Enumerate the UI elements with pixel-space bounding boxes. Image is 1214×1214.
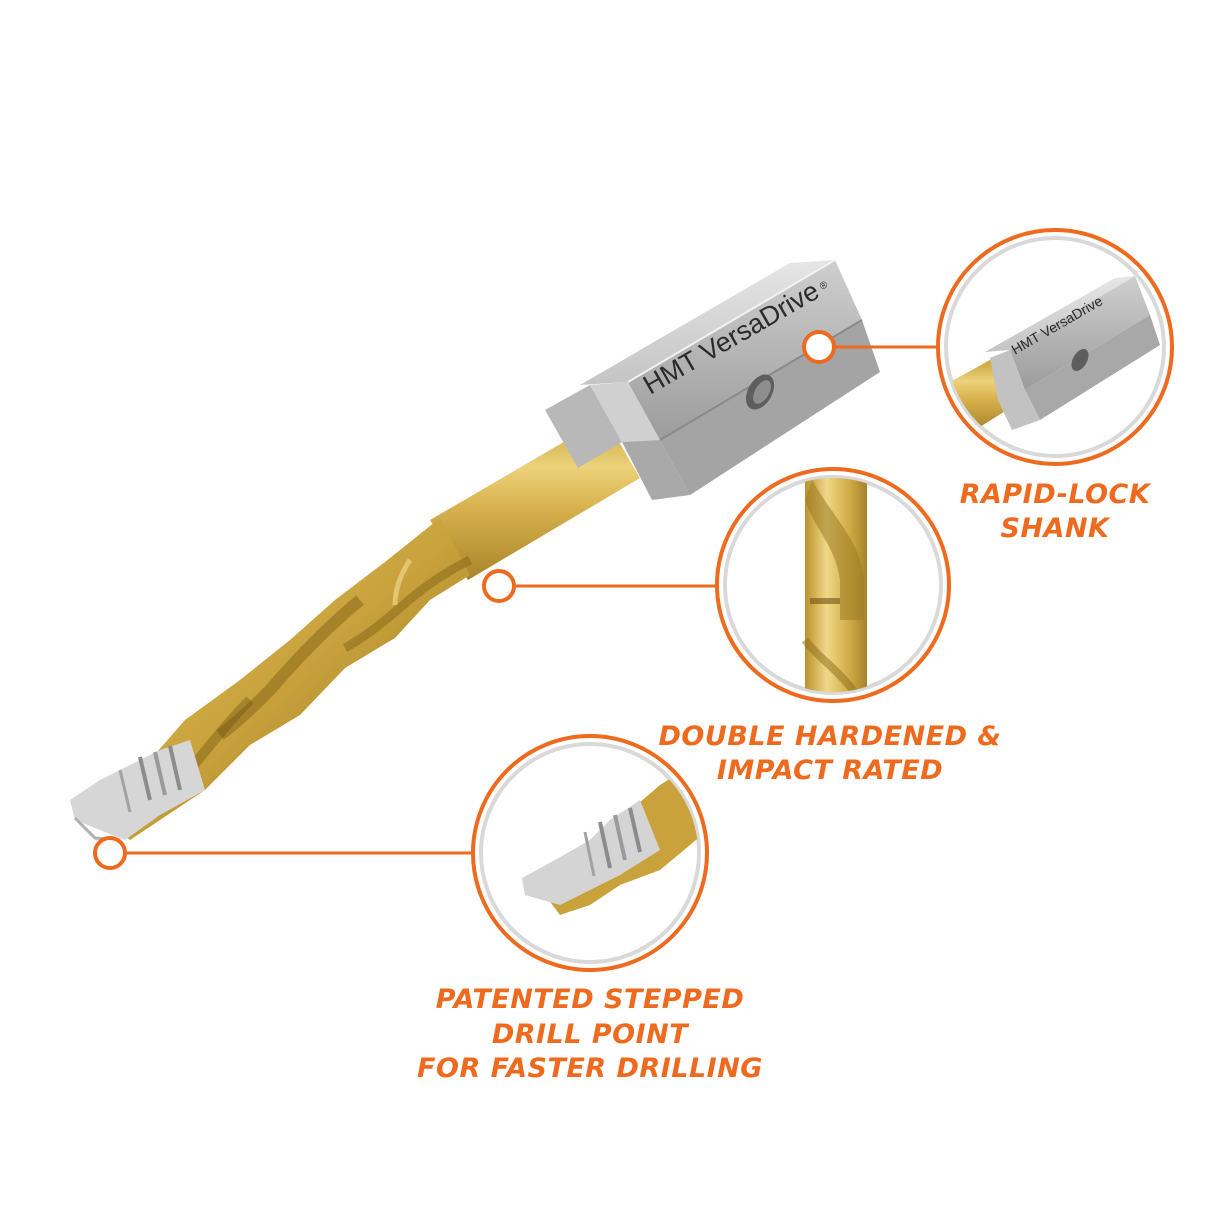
callout-connectors	[93, 330, 937, 870]
label-line: DOUBLE HARDENED &	[658, 721, 1002, 752]
stepped-drill-point	[70, 740, 205, 842]
detail-circle-shank: HMT VersaDrive	[936, 228, 1174, 466]
label-line: DRILL POINT	[491, 1018, 689, 1050]
marker-dot-hardened	[482, 569, 516, 603]
label-line: PATENTED STEPPED	[435, 984, 745, 1015]
callout-label-shank: RAPID-LOCK SHANK	[935, 478, 1175, 546]
label-line: RAPID-LOCK	[959, 479, 1151, 510]
detail-circle-hardened	[715, 467, 951, 703]
marker-dot-point	[93, 836, 127, 870]
callout-label-hardened: DOUBLE HARDENED & IMPACT RATED	[640, 720, 1020, 788]
label-line: FOR FASTER DRILLING	[417, 1053, 763, 1085]
marker-dot-shank	[802, 330, 836, 364]
label-line: SHANK	[1000, 512, 1110, 544]
label-line: IMPACT RATED	[716, 754, 944, 786]
detail-circle-point	[471, 734, 709, 972]
callout-label-point: PATENTED STEPPED DRILL POINT FOR FASTER …	[400, 983, 780, 1087]
